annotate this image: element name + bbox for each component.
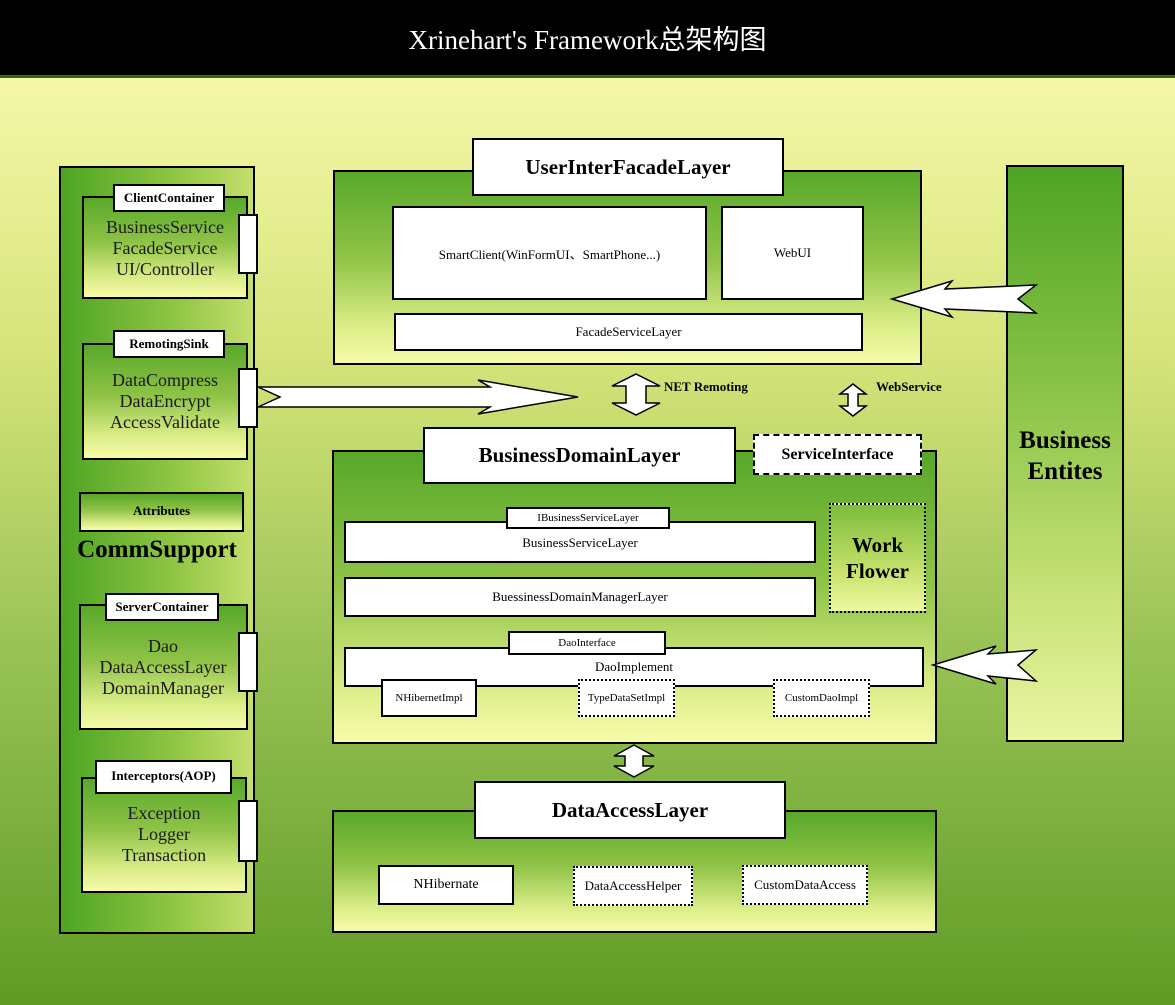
- remoting-sink-tab: [113, 330, 225, 358]
- remoting-sink-item: DataEncrypt: [119, 391, 211, 411]
- client-container-item: BusinessService: [106, 217, 224, 237]
- entities-to-ui-arrow: [889, 279, 1039, 319]
- client-container-port: [238, 214, 258, 274]
- work-flower-box: [829, 503, 926, 613]
- remoting-sink-box: [82, 343, 248, 460]
- client-container-item: FacadeService: [112, 238, 218, 258]
- custom-data-access-box: CustomDataAccess: [742, 865, 868, 905]
- client-container-item: UI/Controller: [116, 259, 214, 279]
- business-service-label: BusinessServiceLayer: [522, 535, 638, 550]
- business-layer-title: BusinessDomainLayer: [423, 427, 736, 484]
- net-remoting-label: NET Remoting: [664, 379, 748, 394]
- attributes-box: [79, 492, 244, 532]
- client-container-tab: [113, 184, 225, 212]
- web-ui-box: WebUI: [721, 206, 864, 300]
- facade-service-box: FacadeServiceLayer: [394, 313, 863, 351]
- ui-layer-title: UserInterFacadeLayer: [472, 138, 784, 196]
- net-remoting-double-arrow: [611, 373, 661, 416]
- remoting-sink-item: AccessValidate: [110, 412, 220, 432]
- server-container-label: ServerContainer: [115, 599, 209, 614]
- remoting-sink-port: [238, 368, 258, 428]
- interceptors-item: Transaction: [121, 845, 207, 865]
- client-container-box: [82, 196, 248, 299]
- interceptors-label: Interceptors(AOP): [111, 768, 216, 783]
- server-container-port: [238, 632, 258, 692]
- nhibernate-box: NHibernate: [378, 865, 514, 905]
- business-entities-panel: [1006, 165, 1124, 742]
- client-container-items: BusinessService FacadeService UI/Control…: [90, 217, 240, 280]
- entities-to-business-arrow: [930, 645, 1039, 685]
- domain-manager-box: BuessinessDomainManagerLayer: [344, 577, 816, 617]
- diagram-title: Xrinehart's Framework总架构图: [0, 0, 1175, 78]
- data-layer-title: DataAccessLayer: [474, 781, 786, 839]
- interceptors-port: [238, 800, 258, 862]
- dao-implement-label: DaoImplement: [595, 659, 673, 674]
- interceptors-item: Exception: [127, 803, 201, 823]
- interceptors-box: [81, 777, 247, 893]
- interceptors-items: Exception Logger Transaction: [89, 803, 239, 866]
- dao-interface-box: DaoInterface: [508, 631, 666, 655]
- custom-dao-impl-box: CustomDaoImpl: [773, 679, 870, 717]
- ibusiness-service-box: IBusinessServiceLayer: [506, 507, 670, 529]
- business-entities-label: Business Entites: [1019, 427, 1111, 485]
- interceptors-item: Logger: [138, 824, 190, 844]
- server-container-item: DomainManager: [102, 678, 224, 698]
- web-service-double-arrow: [837, 383, 869, 417]
- remoting-sink-items: DataCompress DataEncrypt AccessValidate: [90, 370, 240, 433]
- interceptors-tab: [95, 760, 232, 794]
- comm-support-label: CommSupport: [77, 536, 237, 563]
- web-service-label: WebService: [876, 379, 942, 394]
- smart-client-box: SmartClient(WinFormUI、SmartPhone...): [392, 206, 707, 300]
- business-data-double-arrow: [613, 744, 655, 778]
- nhibernate-impl-box: NHibernetImpl: [381, 679, 477, 717]
- server-container-item: Dao: [148, 636, 178, 656]
- remoting-arrow: [257, 379, 579, 415]
- server-container-items: Dao DataAccessLayer DomainManager: [88, 636, 238, 699]
- server-container-item: DataAccessLayer: [99, 657, 227, 677]
- server-container-tab: [105, 593, 219, 621]
- typedataset-impl-box: TypeDataSetImpl: [578, 679, 675, 717]
- remoting-sink-label: RemotingSink: [129, 336, 209, 351]
- work-flower-label: Work Flower: [846, 533, 909, 583]
- service-interface-box: ServiceInterface: [753, 434, 922, 475]
- data-access-helper-box: DataAccessHelper: [573, 866, 693, 906]
- client-container-label: ClientContainer: [123, 190, 215, 205]
- remoting-sink-item: DataCompress: [112, 370, 218, 390]
- server-container-box: [79, 604, 248, 730]
- attributes-label: Attributes: [132, 503, 191, 518]
